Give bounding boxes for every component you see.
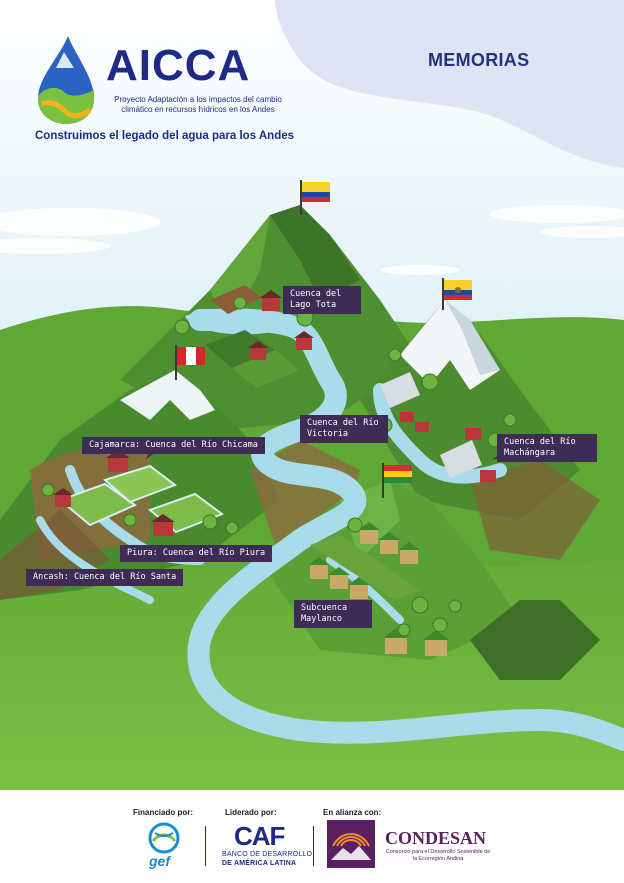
label-cajamarca-chicama: Cajamarca: Cuenca del Río Chicama [82,437,265,454]
lake-tota [185,308,294,335]
label-cuenca-rio-machangara: Cuenca del Río Machángara [497,434,597,462]
ecuador-flag-icon [442,278,472,310]
condesan-logo-icon [327,820,375,868]
footer-divider [313,826,314,866]
bolivia-flag-icon [382,463,412,498]
snow-cap-peru [120,370,215,420]
footer [0,790,624,883]
condesan-subtitle: Consorcio para el Desarrollo Sostenible … [385,849,491,862]
label-cuenca-rio-victoria: Cuenca del Río Victoria [300,415,388,443]
logo-subtitle: Proyecto Adaptación a los impactos del c… [114,95,282,114]
header: AICCA Proyecto Adaptación a los impactos… [0,0,624,170]
gef-wordmark: gef [149,853,170,869]
snow-cap-ecuador [400,300,500,390]
financed-by-caption: Financiado por: [133,808,193,817]
colombia-flag-icon [300,180,330,215]
label-cuenca-lago-tota: Cuenca del Lago Tota [283,286,361,314]
led-by-caption: Liderado por: [225,808,277,817]
peru-flag-icon [175,345,205,380]
caf-subtitle-line1: BANCO DE DESARROLLO [222,851,313,858]
tagline: Construimos el legado del agua para los … [35,130,295,142]
alliance-caption: En alianza con: [323,808,382,817]
label-piura: Piura: Cuenca del Río Piura [120,545,273,562]
logo-wordmark: AICCA [106,41,251,90]
dams [380,372,482,478]
label-ancash-santa: Ancash: Cuenca del Río Santa [26,569,184,586]
caf-subtitle-line2: DE AMÉRICA LATINA [222,860,297,867]
water-drop-logo-icon [38,36,94,124]
header-blob [275,0,624,168]
gef-logo-icon [148,822,180,854]
section-title: MEMORIAS [428,50,530,70]
crop-fields [58,285,420,600]
condesan-wordmark: CONDESAN [385,828,487,848]
label-subcuenca-maylanco: Subcuenca Maylanco [294,600,372,628]
footer-divider [205,826,206,866]
caf-logo: CAF [234,821,285,851]
